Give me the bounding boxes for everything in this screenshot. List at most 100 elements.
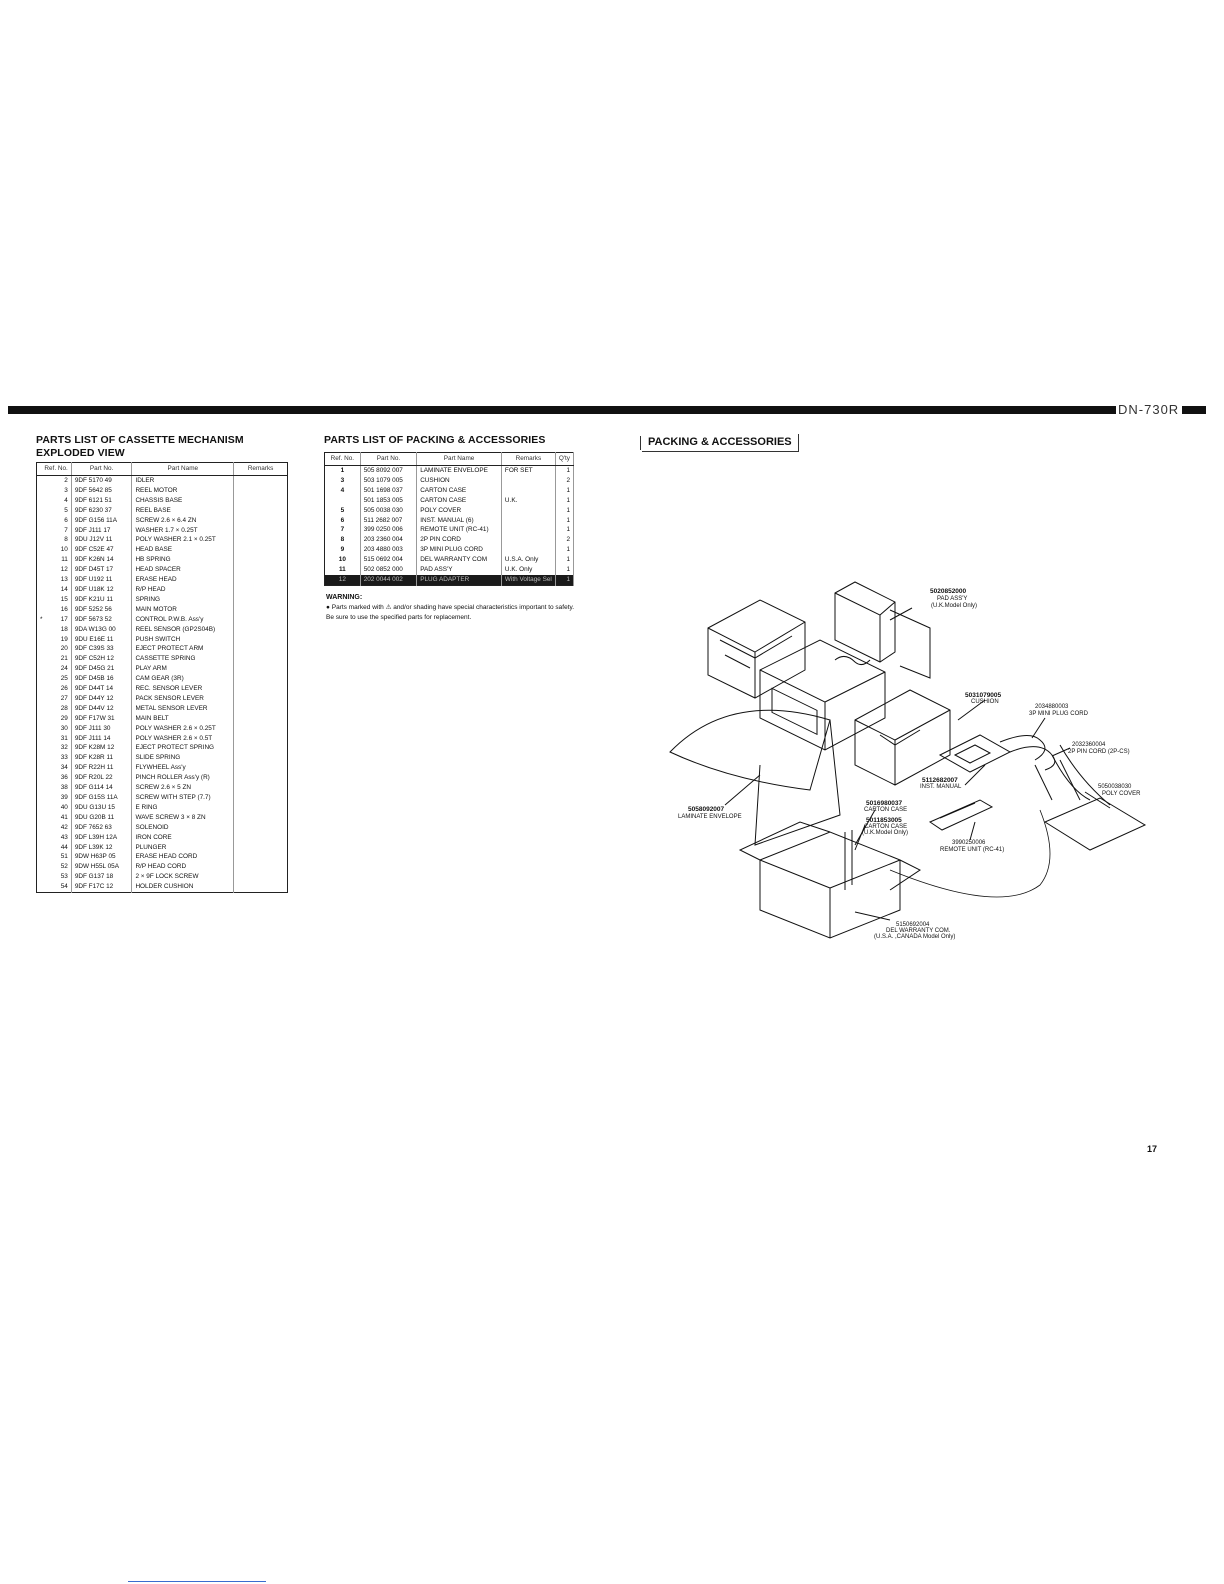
header-rule-end — [1182, 406, 1206, 414]
cell-remarks — [501, 505, 556, 516]
cell-part-no: 9DU J12V 11 — [71, 535, 133, 546]
cell-remarks — [501, 545, 556, 556]
ref-no: 17 — [60, 615, 68, 623]
cell-remarks — [234, 585, 288, 595]
cell-part-name: REEL SENSOR (GP2S04B) — [131, 624, 235, 635]
cell-ref: 42 — [36, 822, 72, 833]
label-carton1-no: 5016980037 — [866, 800, 903, 807]
cell-remarks — [234, 763, 288, 773]
ref-no: 16 — [60, 605, 68, 613]
cell-ref: 4 — [36, 495, 72, 506]
cell-part-no: 9DU E16E 11 — [71, 634, 133, 645]
cell-part-name: POLY WASHER 2.6 × 0.5T — [131, 733, 235, 744]
cell-ref: 33 — [36, 753, 72, 764]
cell-ref: 15 — [36, 594, 72, 605]
cell-ref: 30 — [36, 723, 72, 734]
cell-remarks — [234, 545, 288, 555]
cell-part-no: 501 1853 005 — [360, 495, 418, 506]
cell-ref: 12 — [36, 565, 72, 576]
ref-no: 38 — [60, 784, 68, 792]
cell-remarks — [234, 555, 288, 565]
cell-remarks — [234, 743, 288, 753]
ref-no: 36 — [60, 774, 68, 782]
label-warranty-name: DEL WARRANTY COM. — [886, 928, 951, 934]
cell-remarks — [234, 753, 288, 763]
cell-remarks — [501, 515, 556, 526]
cell-part-name: PLUG ADAPTER — [416, 574, 502, 586]
cell-remarks — [234, 595, 288, 605]
label-pin-no: 2032360004 — [1072, 742, 1106, 748]
cell-ref: 9 — [324, 545, 361, 556]
cell-part-no: 9DF D44V 12 — [71, 703, 133, 714]
cell-part-no: 9DF L39H 12A — [71, 832, 133, 843]
cell-remarks — [234, 773, 288, 783]
cell-remarks — [234, 516, 288, 526]
page-number: 17 — [1147, 1144, 1158, 1154]
cell-remarks — [501, 485, 556, 496]
cell-part-name: SCREW WITH STEP (7.7) — [131, 793, 235, 803]
cell-part-no: 9DF K28R 11 — [71, 753, 133, 764]
cell-part-no: 9DF K28M 12 — [71, 743, 133, 754]
label-carton2-note: (U.K.Model Only) — [862, 830, 908, 836]
cell-part-name: SOLENOID — [131, 822, 235, 833]
cell-remarks — [234, 803, 288, 813]
ref-no: 10 — [60, 546, 68, 554]
cell-part-name: HEAD BASE — [131, 545, 235, 556]
cell-remarks: U.K. — [501, 495, 556, 506]
ref-no: 33 — [60, 754, 68, 762]
ref-no: 52 — [60, 863, 68, 871]
packing-parts-table: Ref. No. Part No. Part Name Remarks Q'ty… — [324, 452, 575, 586]
cell-remarks — [234, 506, 288, 516]
ref-no: 41 — [60, 813, 68, 821]
cell-part-no: 203 2360 004 — [360, 535, 418, 546]
col-part-no: Part No. — [360, 452, 418, 466]
cell-part-no: 515 0692 004 — [360, 555, 418, 566]
cell-ref: 43 — [36, 832, 72, 843]
cell-remarks — [234, 823, 288, 833]
cell-ref: 5 — [36, 505, 72, 516]
cell-remarks — [234, 833, 288, 843]
cell-qty: 1 — [555, 495, 575, 506]
label-cushion-name: CUSHION — [971, 699, 999, 705]
col-part-name: Part Name — [416, 452, 502, 466]
cell-part-no: 9DF J111 30 — [71, 723, 133, 734]
cell-part-name: SCREW 2.6 × 6.4 ZN — [131, 515, 235, 526]
cell-part-name: CARTON CASE — [416, 495, 502, 506]
cell-remarks — [501, 525, 556, 536]
cell-part-name: REEL MOTOR — [131, 485, 235, 496]
cell-ref: 8 — [36, 535, 72, 546]
cell-remarks: With Voltage Sel — [501, 574, 556, 586]
cell-ref: 36 — [36, 773, 72, 784]
cell-remarks — [234, 813, 288, 823]
ref-no: 8 — [64, 536, 68, 544]
cell-part-no: 9DF J111 14 — [71, 733, 133, 744]
label-pad-note: (U.K.Model Only) — [931, 603, 977, 609]
cell-remarks — [234, 734, 288, 744]
cell-ref: 19 — [36, 634, 72, 645]
cell-part-name: CASSETTE SPRING — [131, 654, 235, 665]
cell-ref: 29 — [36, 713, 72, 724]
cell-part-name: MAIN MOTOR — [131, 604, 235, 615]
